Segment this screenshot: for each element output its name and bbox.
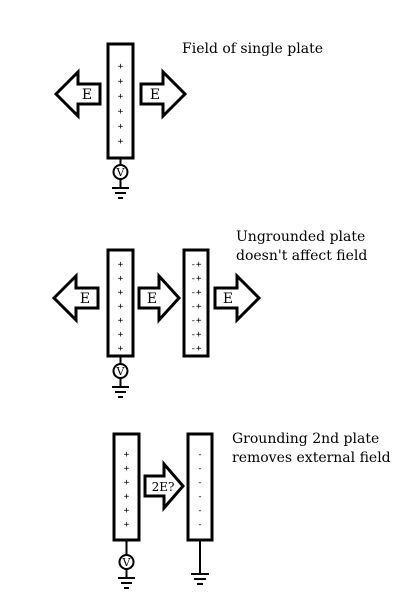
negative-charge-column: - - - - - - xyxy=(197,450,202,530)
plate-charge-column: + + + + + + + xyxy=(118,260,124,354)
plus-sign: + xyxy=(118,288,124,298)
plus-sign: + xyxy=(124,506,130,516)
plus-sign: + xyxy=(118,77,124,87)
field-arrow-between-plates xyxy=(137,272,182,324)
plus-sign: + xyxy=(118,316,124,326)
plus-sign: + xyxy=(124,478,130,488)
caption-line: doesn't affect field xyxy=(236,248,368,264)
plus-sign: + xyxy=(118,344,124,354)
induced-charge: -+ xyxy=(191,330,202,340)
caption-grounded-plate: Grounding 2nd plate removes external fie… xyxy=(232,430,391,468)
plus-sign: + xyxy=(124,492,130,502)
minus-sign: - xyxy=(197,450,202,460)
double-field-label: 2E? xyxy=(152,480,175,494)
field-label: E xyxy=(147,291,157,307)
ground-icon xyxy=(112,386,129,398)
charged-plate xyxy=(106,248,135,358)
panel-single-plate: + + + + + + E E V xyxy=(53,42,188,199)
induced-charge: -+ xyxy=(191,274,202,284)
voltage-label: V xyxy=(116,166,126,179)
plus-sign: + xyxy=(124,450,130,460)
field-arrow-left xyxy=(53,68,102,120)
caption-line: Grounding 2nd plate xyxy=(232,431,380,447)
ground-icon xyxy=(112,187,129,199)
induced-charge: -+ xyxy=(191,302,202,312)
caption-line: removes external field xyxy=(232,450,391,466)
induced-charge: -+ xyxy=(191,288,202,298)
caption-line: Ungrounded plate xyxy=(236,229,366,245)
charged-plate xyxy=(112,432,141,542)
minus-sign: - xyxy=(197,492,202,502)
plate-charge-column: + + + + + + xyxy=(118,62,124,147)
plus-sign: + xyxy=(124,520,130,530)
panel-ungrounded-plate: + + + + + + + -+ -+ -+ -+ -+ -+ -+ E xyxy=(51,248,262,398)
plus-sign: + xyxy=(118,122,124,132)
caption-single-plate: Field of single plate xyxy=(182,40,323,59)
field-arrow-right xyxy=(213,272,262,324)
field-label: E xyxy=(150,87,160,103)
caption-ungrounded-plate: Ungrounded plate doesn't affect field xyxy=(236,228,367,266)
plus-sign: + xyxy=(118,260,124,270)
plus-sign: + xyxy=(118,62,124,72)
plus-sign: + xyxy=(118,302,124,312)
induced-charge-column: -+ -+ -+ -+ -+ -+ -+ xyxy=(191,260,202,354)
voltage-label: V xyxy=(122,556,132,569)
plate-charge-column: + + + + + + xyxy=(124,450,130,530)
plus-sign: + xyxy=(118,137,124,147)
field-arrow-right xyxy=(139,68,188,120)
plus-sign: + xyxy=(118,107,124,117)
field-arrow-left xyxy=(51,272,100,324)
field-label: E xyxy=(80,291,90,307)
plus-sign: + xyxy=(118,274,124,284)
induced-charge: -+ xyxy=(191,344,202,354)
minus-sign: - xyxy=(197,506,202,516)
field-label: E xyxy=(223,291,233,307)
minus-sign: - xyxy=(197,464,202,474)
panel-grounded-plate: + + + + + + - - - - - - 2E? V xyxy=(112,432,214,589)
voltage-label: V xyxy=(116,365,126,378)
uncharged-plate xyxy=(182,248,210,358)
field-arrow-between-plates xyxy=(143,459,185,513)
plus-sign: + xyxy=(118,92,124,102)
caption-line: Field of single plate xyxy=(182,41,323,57)
ground-icon xyxy=(191,573,209,585)
plus-sign: + xyxy=(124,464,130,474)
induced-charge: -+ xyxy=(191,260,202,270)
minus-sign: - xyxy=(197,520,202,530)
induced-charge: -+ xyxy=(191,316,202,326)
ground-icon xyxy=(118,577,135,589)
plus-sign: + xyxy=(118,330,124,340)
minus-sign: - xyxy=(197,478,202,488)
field-label: E xyxy=(82,87,92,103)
